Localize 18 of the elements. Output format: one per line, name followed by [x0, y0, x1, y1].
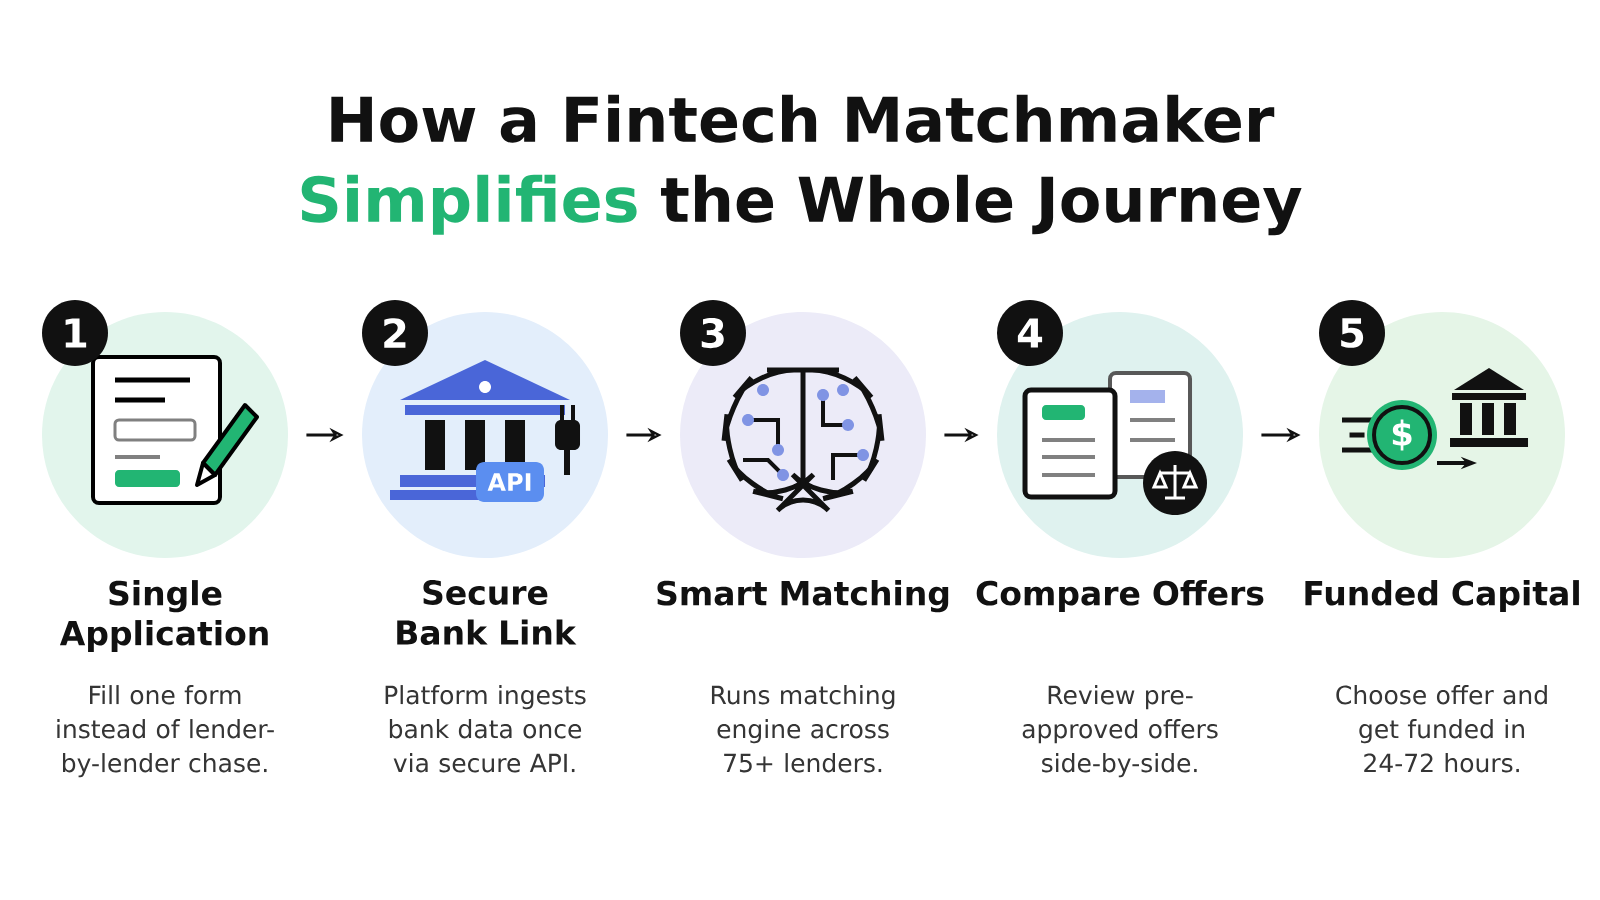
step-description: Platform ingests bank data once via secure API.	[385, 685, 586, 773]
dollar-sign: $	[1392, 419, 1412, 451]
step-number: 1	[42, 300, 108, 366]
step-number: 4	[997, 300, 1063, 366]
step-number: 5	[1319, 300, 1385, 366]
step-number: 2	[362, 300, 428, 366]
step-description: Fill one form instead of lender-by-lender chase.	[57, 685, 274, 778]
step-description: Runs matching engine across 75+ lenders.	[711, 685, 895, 773]
step-description: Choose offer and get funded in 24-72 hours.	[1336, 685, 1547, 773]
step-description: Review pre-approved offers side-by-side.	[1022, 685, 1218, 778]
step-title: Secure Bank Link	[397, 580, 577, 646]
step-number: 3	[680, 300, 746, 366]
step-title: Funded Capital	[1305, 580, 1579, 612]
api-badge: API	[476, 462, 544, 502]
step-title: Compare Offers	[976, 580, 1264, 612]
title: How a Fintech Matchmaker Simplifies the Whole Journey	[301, 94, 1302, 236]
step-title: Smart Matching	[657, 580, 949, 613]
step-title: Single Application	[59, 580, 268, 652]
